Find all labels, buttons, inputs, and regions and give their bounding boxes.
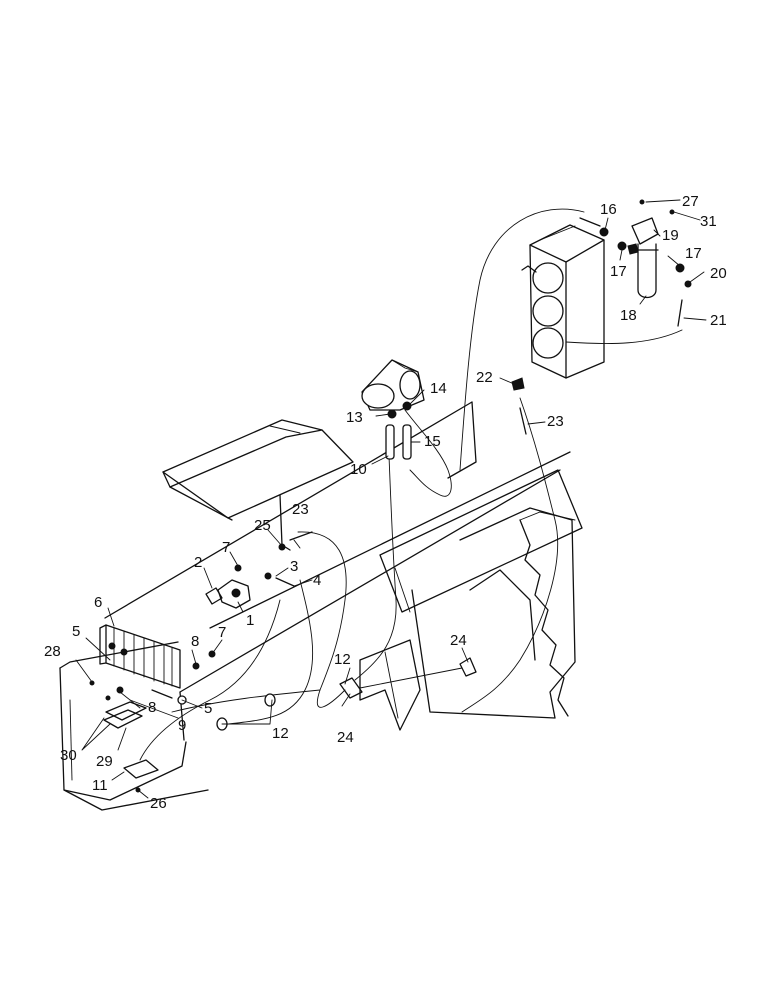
- callout-9: 9: [178, 717, 186, 734]
- callout-23-right: 23: [547, 413, 564, 430]
- callout-24-center: 24: [337, 729, 354, 746]
- callout-labels: 1 2 3 4 5 5 6 7 7 8 8 9 10 11 12 12 13 1…: [44, 193, 727, 812]
- callout-1: 1: [246, 612, 254, 629]
- callout-2: 2: [194, 554, 202, 571]
- callout-28: 28: [44, 643, 61, 660]
- callout-6: 6: [94, 594, 102, 611]
- oil-cooler: [529, 224, 605, 379]
- callout-12-center: 12: [334, 651, 351, 668]
- callout-30: 30: [60, 747, 77, 764]
- callout-12-left: 12: [272, 725, 289, 742]
- callout-31: 31: [700, 213, 717, 230]
- callout-17-right: 17: [685, 245, 702, 262]
- callout-22: 22: [476, 369, 493, 386]
- callout-8-upper: 8: [191, 633, 199, 650]
- callout-17-left: 17: [610, 263, 627, 280]
- fittings: [89, 199, 692, 793]
- callout-13: 13: [346, 409, 363, 426]
- callout-16: 16: [600, 201, 617, 218]
- callout-24-right: 24: [450, 632, 467, 649]
- hydraulic-lines: [139, 208, 683, 761]
- main-frame: [59, 401, 583, 811]
- callout-5-lower: 5: [204, 700, 212, 717]
- hydraulic-pump: [361, 359, 425, 411]
- callout-18: 18: [620, 307, 637, 324]
- upper-hood-panel: [162, 419, 354, 521]
- callout-7-upper: 7: [222, 539, 230, 556]
- callout-3: 3: [290, 558, 298, 575]
- callout-23-upper: 23: [292, 501, 309, 518]
- callout-10: 10: [350, 461, 367, 478]
- callout-5-upper: 5: [72, 623, 80, 640]
- callout-11: 11: [92, 777, 108, 794]
- callout-21: 21: [710, 312, 727, 329]
- callout-20: 20: [710, 265, 727, 282]
- callout-15: 15: [424, 433, 441, 450]
- callout-27: 27: [682, 193, 699, 210]
- callout-25: 25: [254, 517, 271, 534]
- callout-14: 14: [430, 380, 447, 397]
- callout-4: 4: [313, 572, 321, 589]
- filter-assembly: [627, 217, 659, 299]
- callout-29: 29: [96, 753, 113, 770]
- callout-26: 26: [150, 795, 167, 812]
- leader-lines: [75, 199, 707, 799]
- valve-block: [205, 579, 251, 609]
- callout-7-lower: 7: [218, 624, 226, 641]
- left-cooler: [99, 624, 181, 689]
- callout-8-lower: 8: [148, 699, 156, 716]
- callout-19: 19: [662, 227, 679, 244]
